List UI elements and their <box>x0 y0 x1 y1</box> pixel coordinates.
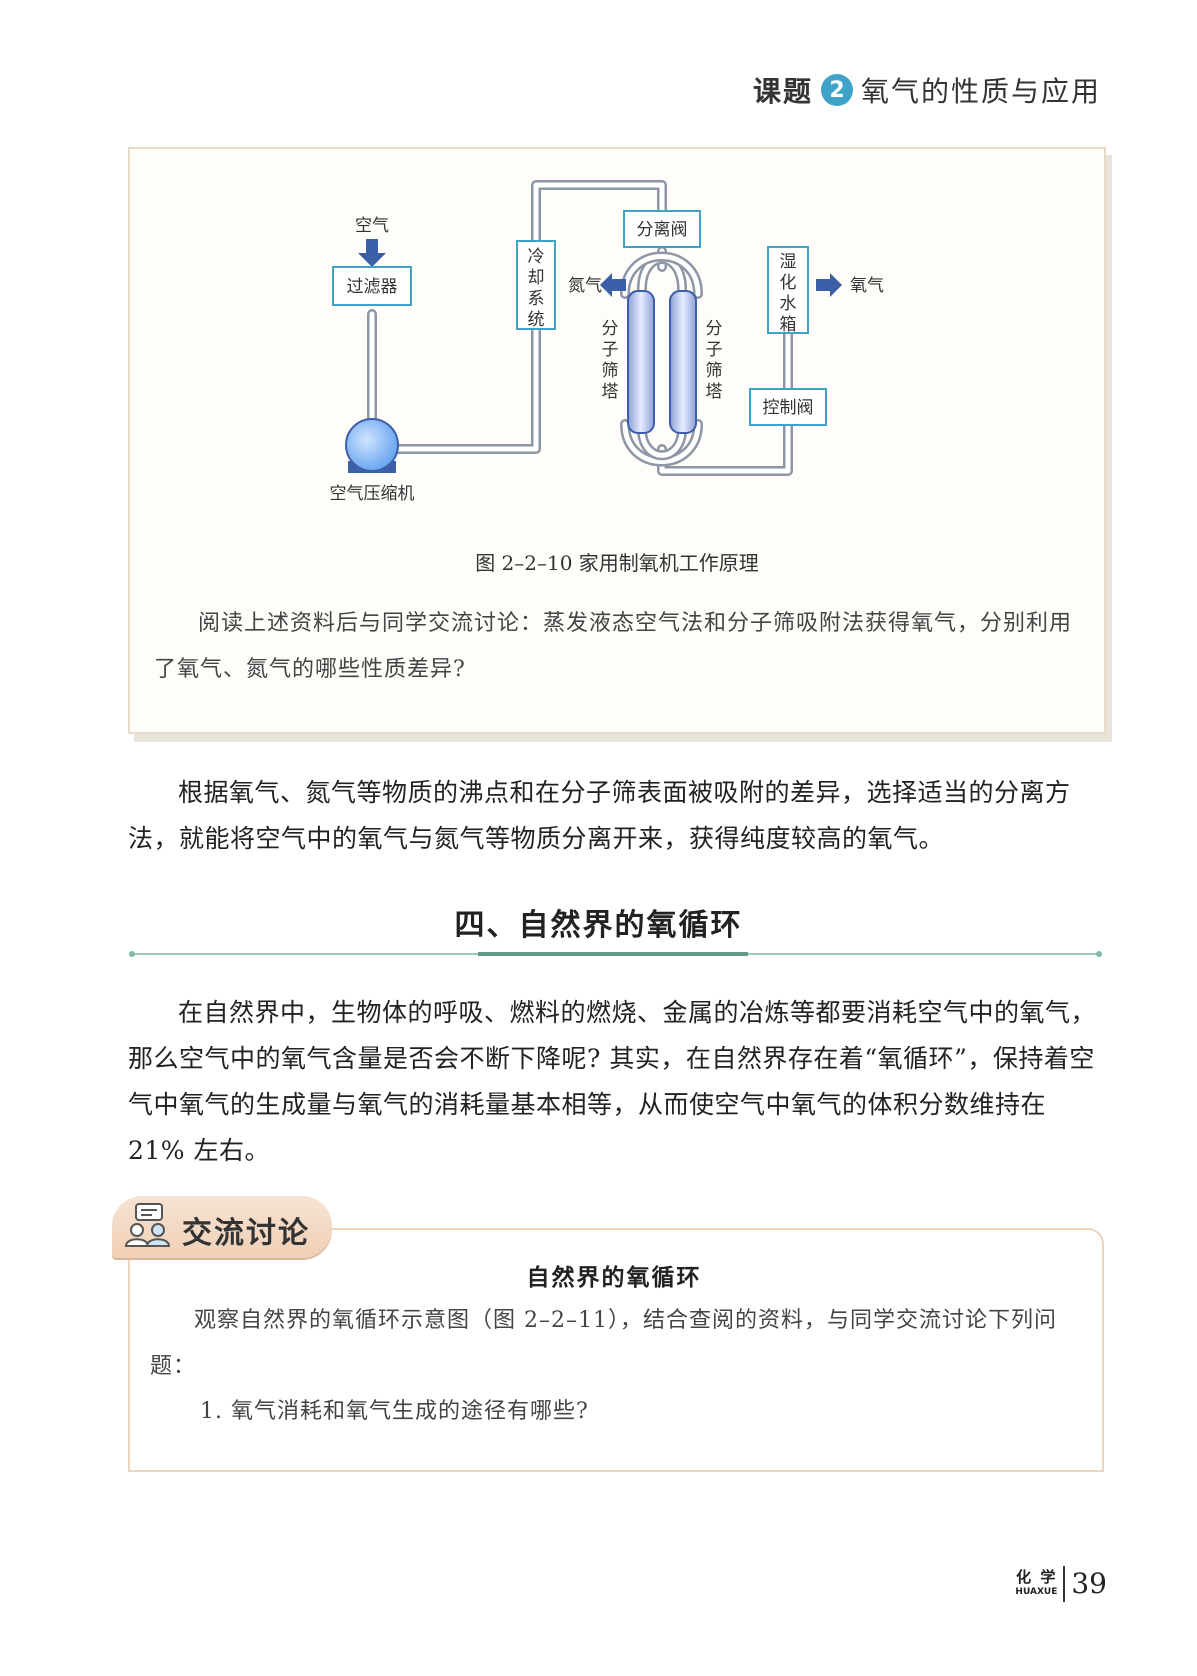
cooling-box <box>516 240 556 330</box>
humidifier-char-2: 化 <box>780 273 797 293</box>
page-number: 39 <box>1071 1567 1107 1600</box>
lesson-number-badge: 2 <box>820 74 853 106</box>
nitrogen-arrow-icon <box>600 273 626 297</box>
filter-label: 过滤器 <box>347 277 398 297</box>
discussion-tab-label: 交流讨论 <box>182 1216 310 1251</box>
humidifier-box <box>767 246 809 334</box>
page-footer: 化 学 HUAXUE 39 <box>1015 1566 1107 1602</box>
discussion-people-icon <box>124 1203 171 1247</box>
sieve-left-char-4: 塔 <box>602 382 619 402</box>
section-divider <box>129 951 1102 957</box>
nitrogen-label: 氮气 <box>568 276 602 296</box>
humidifier-char-3: 水 <box>780 294 797 314</box>
subject-mark: 化 学 HUAXUE <box>1015 1566 1066 1602</box>
cooling-char-4: 统 <box>528 310 545 330</box>
discussion-box <box>128 1228 1104 1472</box>
control-valve-label: 控制阀 <box>763 398 814 418</box>
air-label: 空气 <box>355 216 389 236</box>
sieve-tower-left <box>627 290 655 434</box>
sieve-right-char-2: 子 <box>706 340 723 360</box>
discussion-title: 自然界的氧循环 <box>526 1264 702 1291</box>
separator-valve-label: 分离阀 <box>637 220 688 240</box>
lesson-title: 氧气的性质与应用 <box>860 75 1101 108</box>
figure-caption: 图 2–2–10 家用制氧机工作原理 <box>475 551 759 575</box>
sieve-left-char-3: 筛 <box>602 361 619 381</box>
separator-valve-box <box>623 210 701 248</box>
body-paragraph-2: 在自然界中，生物体的呼吸、燃料的燃烧、金属的冶炼等都要消耗空气中的氧气，那么空气… <box>128 998 1097 1165</box>
humidifier-char-4: 箱 <box>780 315 797 335</box>
air-arrow-icon <box>358 239 386 267</box>
oxygen-arrow-icon <box>816 273 842 297</box>
reading-box: 空气 过滤器 空气压缩机 冷 却 系 统 分离阀 氮气 分 子 筛 塔 分 子 … <box>128 147 1106 734</box>
sieve-left-char-2: 子 <box>602 340 619 360</box>
subject-pinyin: HUAXUE <box>1015 1587 1058 1597</box>
discussion-question-1: 1. 氧气消耗和氧气生成的途径有哪些? <box>200 1399 589 1424</box>
sieve-right-char-4: 塔 <box>706 382 723 402</box>
compressor-label: 空气压缩机 <box>330 484 415 504</box>
body-paragraph-1: 根据氧气、氮气等物质的沸点和在分子筛表面被吸附的差异，选择适当的分离方法，就能将… <box>128 778 1071 853</box>
sieve-right-char-1: 分 <box>706 319 723 339</box>
cooling-char-2: 却 <box>528 268 545 288</box>
lesson-label: 课题 <box>752 75 813 108</box>
control-valve-box <box>749 388 827 426</box>
oxygen-generator-diagram: 空气 过滤器 空气压缩机 冷 却 系 统 分离阀 氮气 分 子 筛 塔 分 子 … <box>330 180 884 504</box>
humidifier-char-1: 湿 <box>780 252 797 272</box>
page-header: 课题 2 氧气的性质与应用 <box>753 70 1101 110</box>
subject-name: 化 学 <box>1016 1568 1058 1586</box>
discussion-text: 观察自然界的氧循环示意图（图 2–2–11），结合查阅的资料，与同学交流讨论下列… <box>150 1308 1057 1379</box>
sieve-right-char-3: 筛 <box>706 361 723 381</box>
cooling-char-3: 系 <box>528 289 545 309</box>
sieve-tower-right <box>669 290 697 434</box>
filter-box <box>332 266 412 306</box>
sieve-left-char-1: 分 <box>602 319 619 339</box>
reading-box-paragraph: 阅读上述资料后与同学交流讨论：蒸发液态空气法和分子筛吸附法获得氧气，分别利用了氧… <box>154 611 1073 682</box>
cooling-char-1: 冷 <box>528 247 545 267</box>
compressor-icon <box>345 418 399 472</box>
section-title: 四、自然界的氧循环 <box>454 908 743 943</box>
oxygen-label: 氧气 <box>850 276 884 296</box>
